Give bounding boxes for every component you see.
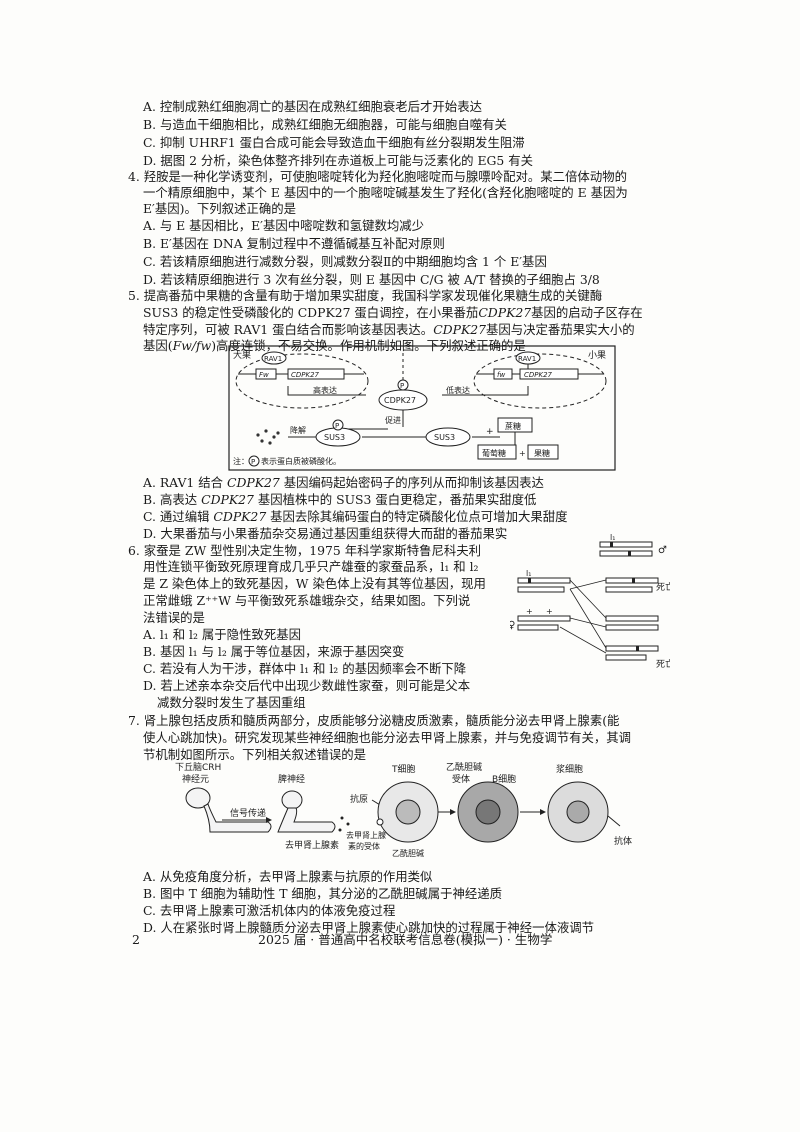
q4-option-d: D. 若该精原细胞进行 3 次有丝分裂，则 E 基因中 C/G 被 A/T 替换… — [143, 272, 600, 287]
q4-stem-line1: 4. 羟胺是一种化学诱变剂，可使胞嘧啶转化为羟化胞嘧啶而与腺嘌呤配对。某二倍体动… — [128, 169, 627, 184]
q7-immune-figure: 下丘脑CRH 神经元 信号传递 脾神经 去甲肾上腺素 抗原 T细胞 去甲肾上腺 … — [175, 761, 632, 858]
cdpk27-right-label: CDPK27 — [524, 371, 553, 379]
high-expression-label: 高表达 — [313, 385, 337, 395]
q4-stem-line3: E′基因)。下列叙述正确的是 — [143, 201, 296, 216]
q5-mechanism-figure: 大果 小果 RAV1 Fw CDPK27 高表达 RAV1 fw CDPK27 … — [228, 345, 616, 471]
q6-option-c: C. 若没有人为干涉，群体中 l₁ 和 l₂ 的基因频率会不断下降 — [143, 661, 467, 676]
q7-stem-line1: 7. 肾上腺包括皮质和髓质两部分，皮质能够分泌糖皮质激素，髓质能分泌去甲肾上腺素… — [128, 713, 620, 728]
figure-note-prefix: 注： — [233, 456, 249, 466]
l1-top-label: l₁ — [610, 533, 615, 542]
q3-option-d: D. 据图 2 分析，染色体整齐排列在赤道板上可能与泛素化的 EG5 有关 — [143, 153, 533, 168]
t-cell-label: T细胞 — [391, 763, 416, 775]
q3-option-c: C. 抑制 UHRF1 蛋白合成可能会导致造血干细胞有丝分裂期发生阻滞 — [143, 135, 525, 150]
low-expression-label: 低表达 — [446, 385, 470, 395]
q7-option-a: A. 从免疫角度分析，去甲肾上腺素与抗原的作用类似 — [143, 869, 433, 884]
q6-option-b: B. 基因 l₁ 与 l₂ 属于等位基因，来源于基因突变 — [143, 644, 405, 659]
q4-option-a: A. 与 E 基因相比，E′基因中嘧啶数和氢键数均减少 — [143, 218, 425, 233]
sus3-label: SUS3 — [434, 433, 455, 442]
ne-receptor-label-2: 素的受体 — [348, 841, 380, 851]
q4-option-c: C. 若该精原细胞进行减数分裂，则减数分裂Ⅱ的中期细胞均含 1 个 E′基因 — [143, 254, 547, 269]
q7-stem-line3: 节机制如图所示。下列相关叙述错误的是 — [143, 747, 367, 762]
figure-note-text: 表示蛋白质被磷酸化。 — [261, 456, 341, 466]
male-symbol-top: ♂ — [658, 545, 667, 556]
spleen-nerve-label: 脾神经 — [278, 773, 305, 785]
page-number: 2 — [132, 932, 140, 947]
crh-neuron-label-1: 下丘脑CRH — [175, 761, 221, 773]
note-p-icon: P — [251, 458, 255, 466]
fw-big-label: Fw — [259, 371, 269, 379]
q5-stem-line3: 特定序列，可被 RAV1 蛋白结合而影响该基因表达。CDPK27基因与决定番茄果… — [143, 322, 635, 337]
rav1-right-label: RAV1 — [518, 355, 536, 363]
q5-option-b: B. 高表达 CDPK27 基因植株中的 SUS3 蛋白更稳定，番茄果实甜度低 — [143, 492, 537, 507]
q6-stem-line2: 用性连锁平衡致死原理育成几乎只产雄蚕的家蚕品系，l₁ 和 l₂ — [143, 559, 479, 574]
q4-stem-line2: 一个精原细胞中，某个 E 基因中的一个胞嘧啶碱基发生了羟化(含羟化胞嘧啶的 E … — [143, 185, 628, 200]
q4-option-b: B. E′基因在 DNA 复制过程中不遵循碱基互补配对原则 — [143, 236, 445, 251]
q6-stem-line5: 法错误的是 — [143, 610, 205, 625]
q6-option-d-line2: 减数分裂时发生了基因重组 — [157, 695, 306, 710]
q5-option-a: A. RAV1 结合 CDPK27 基因编码起始密码子的序列从而抑制该基因表达 — [143, 475, 544, 490]
q6-stem-line4: 正常雌蛾 Z⁺⁺W 与平衡致死系雄蛾杂交，结果如图。下列说 — [143, 593, 471, 608]
footer-title: 2025 届 · 普通高中名校联考信息卷(模拟一) · 生物学 — [258, 932, 553, 947]
b-cell-label: B细胞 — [492, 773, 516, 785]
plasma-cell-label: 浆细胞 — [556, 763, 583, 775]
sus3-phospho-p-icon: P — [335, 422, 339, 430]
degraded-fragments-icon — [256, 429, 280, 445]
big-fruit-label: 大果 — [233, 349, 251, 361]
q7-option-d: D. 人在紧张时肾上腺髓质分泌去甲肾上腺素使心跳加快的过程属于神经一体液调节 — [143, 920, 595, 935]
cdpk27-left-label: CDPK27 — [291, 371, 320, 379]
sucrose-label: 蔗糖 — [505, 421, 521, 431]
q3-option-a: A. 控制成熟红细胞凋亡的基因在成熟红细胞衰老后才开始表达 — [143, 99, 482, 114]
signal-transmission-label: 信号传递 — [230, 807, 266, 819]
norepinephrine-label: 去甲肾上腺素 — [285, 839, 339, 851]
q5-option-d: D. 大果番茄与小果番茄杂交易通过基因重组获得大而甜的番茄果实 — [143, 526, 508, 541]
sus3-phospho-label: SUS3 — [324, 433, 345, 442]
q5-stem-line1: 5. 提高番茄中果糖的含量有助于增加果实甜度，我国科学家发现催化果糖生成的关键酶 — [128, 288, 603, 303]
q6-stem-line3: 是 Z 染色体上的致死基因，W 染色体上没有其等位基因，现用 — [143, 576, 486, 591]
q6-option-a: A. l₁ 和 l₂ 属于隐性致死基因 — [143, 627, 302, 642]
antigen-label: 抗原 — [350, 793, 368, 805]
plus-sign-2: + — [519, 449, 526, 458]
cdpk27-protein-label: CDPK27 — [384, 396, 416, 405]
q3-option-b: B. 与造血干细胞相比，成熟红细胞无细胞器，可能与细胞自噬有关 — [143, 117, 507, 132]
l1-mid-label: l₁ — [526, 569, 531, 578]
promote-label: 促进 — [385, 415, 401, 425]
q7-option-c: C. 去甲肾上腺素可激活机体内的体液免疫过程 — [143, 903, 396, 918]
plus-label-1: + — [526, 607, 533, 616]
fructose-label: 果糖 — [534, 448, 550, 458]
q6-cross-diagram: l₁ ♂ l₁ 死亡 + + ♀ 死亡 — [510, 533, 670, 670]
q5-stem-line2: SUS3 的稳定性受磷酸化的 CDPK27 蛋白调控，在小果番茄CDPK27基因… — [143, 305, 643, 320]
small-fruit-label: 小果 — [588, 350, 606, 361]
plus-sign: + — [486, 427, 494, 437]
q6-stem-line1: 6. 家蚕是 ZW 型性别决定生物，1975 年科学家斯特鲁尼科夫利 — [128, 543, 482, 558]
q7-stem-line2: 使人心跳加快)。研究发现某些神经细胞也能分泌去甲肾上腺素，并与免疫调节有关，其调 — [143, 730, 632, 745]
plus-label-2: + — [546, 607, 553, 616]
ne-receptor-label-1: 去甲肾上腺 — [346, 830, 386, 840]
acetylcholine-label-top: 乙酰胆碱 — [446, 761, 482, 773]
glucose-label: 葡萄糖 — [482, 448, 506, 458]
receptor-label: 受体 — [452, 773, 470, 785]
death-label-1: 死亡 — [656, 581, 670, 593]
phospho-p-icon: P — [400, 382, 404, 390]
crh-neuron-label-2: 神经元 — [182, 773, 209, 785]
female-symbol: ♀ — [510, 620, 515, 631]
fw-small-label: fw — [497, 371, 505, 379]
q6-option-d-line1: D. 若上述亲本杂交后代中出现少数雌性家蚕，则可能是父本 — [143, 678, 471, 693]
q7-option-b: B. 图中 T 细胞为辅助性 T 细胞，其分泌的乙酰胆碱属于神经递质 — [143, 886, 503, 901]
rav1-left-label: RAV1 — [264, 355, 282, 363]
acetylcholine-label-bottom: 乙酰胆碱 — [392, 848, 424, 858]
antibody-label: 抗体 — [614, 835, 632, 847]
q5-option-c: C. 通过编辑 CDPK27 基因去除其编码蛋白的特定磷酸化位点可增加大果甜度 — [143, 509, 568, 524]
degrade-label: 降解 — [290, 425, 306, 435]
death-label-2: 死亡 — [656, 658, 670, 670]
